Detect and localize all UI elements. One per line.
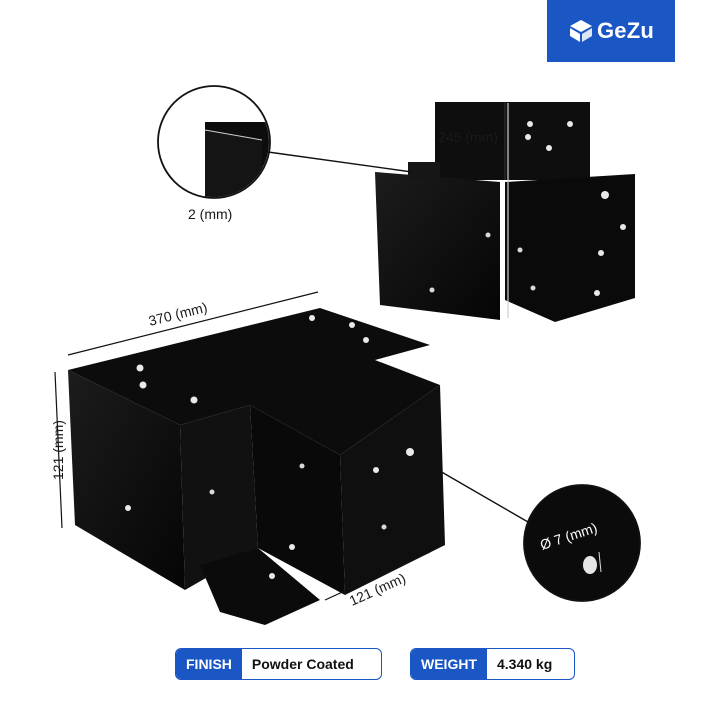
cube-logo-icon (569, 20, 592, 42)
hole-magnifier (413, 455, 641, 602)
weight-label: WEIGHT (411, 649, 487, 679)
weight-badge: WEIGHT 4.340 kg (410, 648, 575, 680)
thickness-magnifier (157, 85, 413, 199)
finish-badge: FINISH Powder Coated (175, 648, 382, 680)
weight-value: 4.340 kg (497, 656, 553, 672)
brand-logo: GeZu (547, 0, 675, 62)
height-label: 245 (mm) (438, 129, 498, 145)
brand-name: GeZu (596, 18, 655, 43)
thickness-label: 2 (mm) (188, 206, 232, 222)
bracket-main-view (68, 308, 445, 625)
finish-value: Powder Coated (251, 656, 354, 672)
finish-label: FINISH (176, 649, 242, 679)
side-label: 121 (mm) (50, 420, 66, 480)
bracket-top-view (375, 102, 635, 322)
length-label: 370 (mm) (147, 299, 209, 329)
dimension-lines (54, 291, 431, 601)
